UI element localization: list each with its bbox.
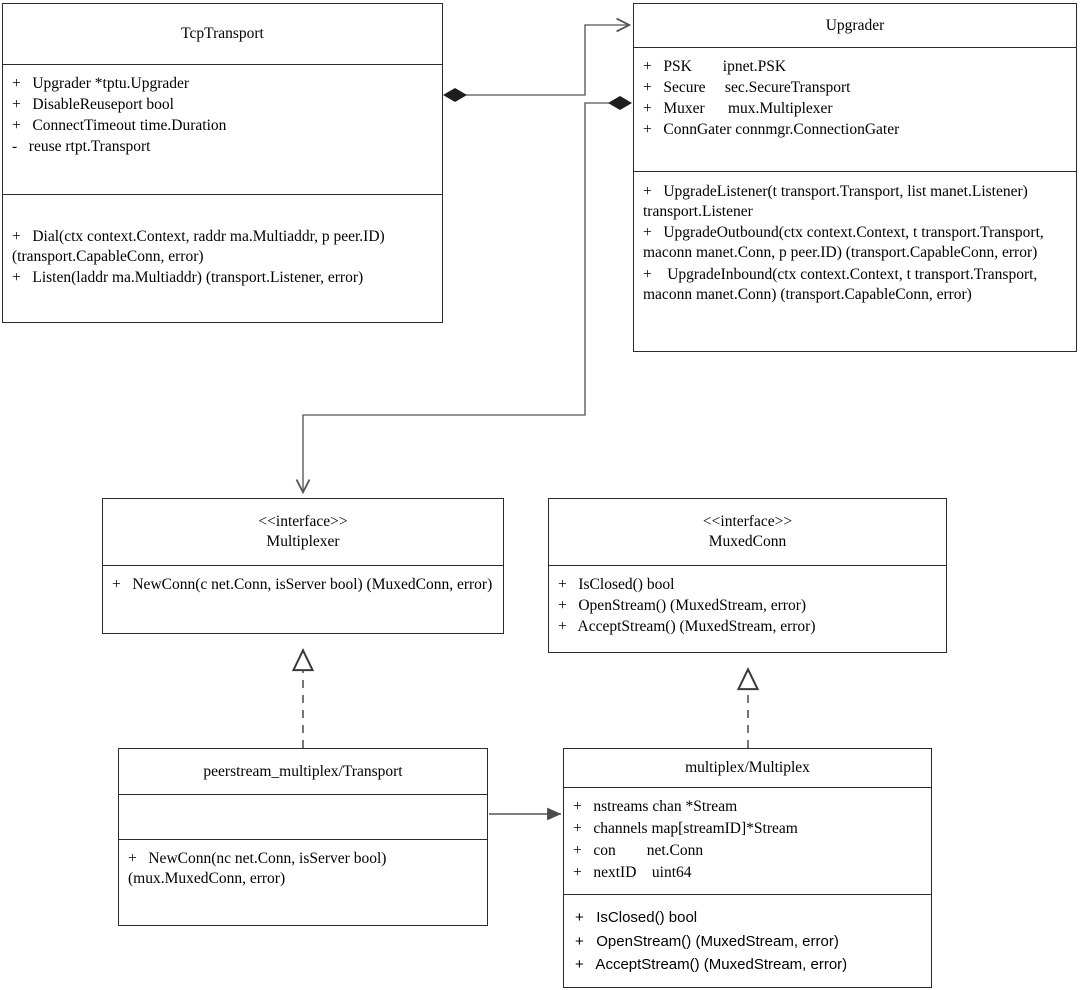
class-box-upgrader[interactable]: Upgrader + PSK ipnet.PSK + Secure sec.Se… xyxy=(633,3,1077,352)
method-item: + NewConn(c net.Conn, isServer bool) (Mu… xyxy=(112,576,493,593)
class-title: multiplex/Multiplex xyxy=(685,758,810,776)
stereotype-label: <<interface>> xyxy=(258,513,348,531)
method-item: + AcceptStream() (MuxedStream, error) xyxy=(558,618,816,636)
method-item: + Listen(laddr ma.Multiaddr) (transport.… xyxy=(12,269,364,287)
method-item: + Dial(ctx context.Context, raddr ma.Mul… xyxy=(12,228,389,266)
class-box-peerstream-multiplex-transport[interactable]: peerstream_multiplex/Transport + NewConn… xyxy=(118,748,488,926)
attribute-item: + ConnectTimeout time.Duration xyxy=(12,117,227,135)
composition-diamond-tcptransport xyxy=(443,88,467,102)
attribute-item: - reuse rtpt.Transport xyxy=(12,138,151,156)
class-name-compartment-multiplex: multiplex/Multiplex xyxy=(564,749,931,787)
methods-compartment-peerstream: + NewConn(nc net.Conn, isServer bool) (m… xyxy=(119,839,487,899)
attribute-item: + nstreams chan *Stream xyxy=(573,797,738,815)
composition-diamond-upgrader xyxy=(608,96,632,110)
class-name-compartment-muxed-conn: <<interface>> MuxedConn xyxy=(549,499,946,565)
class-title: Upgrader xyxy=(825,16,885,34)
class-box-multiplex-multiplex[interactable]: multiplex/Multiplex + nstreams chan *Str… xyxy=(563,748,932,988)
class-name-compartment-upgrader: Upgrader xyxy=(634,4,1076,47)
method-item: + OpenStream() (MuxedStream, error) xyxy=(558,597,807,615)
method-item: + OpenStream() (MuxedStream, error) xyxy=(575,932,839,950)
connector-tcptransport-upgrader xyxy=(443,17,632,102)
methods-compartment-tcp-transport: + Dial(ctx context.Context, raddr ma.Mul… xyxy=(3,194,442,298)
methods-compartment-multiplex: + IsClosed() bool + OpenStream() (MuxedS… xyxy=(564,893,931,987)
methods-compartment-muxed-conn: + IsClosed() bool + OpenStream() (MuxedS… xyxy=(549,565,946,647)
class-box-muxed-conn[interactable]: <<interface>> MuxedConn + IsClosed() boo… xyxy=(548,498,947,653)
methods-compartment-multiplexer: + NewConn(c net.Conn, isServer bool) (Mu… xyxy=(103,565,503,605)
class-title: TcpTransport xyxy=(181,25,264,43)
method-item: + IsClosed() bool xyxy=(558,576,675,593)
method-item: + AcceptStream() (MuxedStream, error) xyxy=(575,956,848,974)
attribute-item: + channels map[streamID]*Stream xyxy=(573,819,798,837)
method-item: + UpgradeInbound(ctx context.Context, t … xyxy=(643,265,1042,303)
attributes-compartment-upgrader: + PSK ipnet.PSK + Secure sec.SecureTrans… xyxy=(634,47,1076,171)
attribute-item: + PSK ipnet.PSK xyxy=(643,58,787,75)
class-name-compartment-tcp-transport: TcpTransport xyxy=(3,4,442,64)
methods-compartment-upgrader: + UpgradeListener(t transport.Transport,… xyxy=(634,171,1076,315)
attributes-compartment-multiplex: + nstreams chan *Stream + channels map[s… xyxy=(564,786,931,894)
method-item: + UpgradeListener(t transport.Transport,… xyxy=(643,183,1032,221)
attribute-item: + Secure sec.SecureTransport xyxy=(643,79,851,97)
attributes-compartment-tcp-transport: + Upgrader *tptu.Upgrader + DisableReuse… xyxy=(3,64,442,194)
attribute-item: + ConnGater connmgr.ConnectionGater xyxy=(643,121,900,139)
method-item: + NewConn(nc net.Conn, isServer bool) (m… xyxy=(128,850,391,888)
class-name-compartment-multiplexer: <<interface>> Multiplexer xyxy=(103,499,503,565)
attribute-item: + con net.Conn xyxy=(573,842,704,860)
attribute-item: + nextID uint64 xyxy=(573,864,692,882)
class-name-compartment-peerstream: peerstream_multiplex/Transport xyxy=(119,749,487,794)
attributes-compartment-peerstream xyxy=(119,794,487,839)
attribute-item: + Muxer mux.Multiplexer xyxy=(643,100,833,118)
class-title: peerstream_multiplex/Transport xyxy=(203,762,403,780)
class-box-tcp-transport[interactable]: TcpTransport + Upgrader *tptu.Upgrader +… xyxy=(2,3,443,323)
method-item: + IsClosed() bool xyxy=(575,908,698,926)
stereotype-label: <<interface>> xyxy=(702,513,793,531)
class-title: MuxedConn xyxy=(708,533,787,550)
method-item: + UpgradeOutbound(ctx context.Context, t… xyxy=(643,224,1048,262)
attribute-item: + DisableReuseport bool xyxy=(12,96,174,114)
class-box-multiplexer[interactable]: <<interface>> Multiplexer + NewConn(c ne… xyxy=(102,498,504,634)
class-title: Multiplexer xyxy=(266,533,340,550)
attribute-item: + Upgrader *tptu.Upgrader xyxy=(12,75,190,92)
